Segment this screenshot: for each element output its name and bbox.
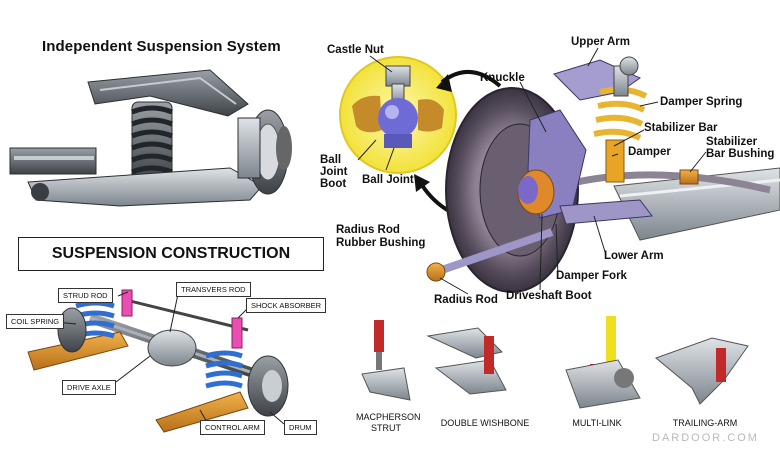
label-knuckle: Knuckle: [480, 72, 525, 84]
tag-drive-axle: DRIVE AXLE: [62, 380, 116, 395]
label-upper-arm: Upper Arm: [571, 36, 630, 48]
label-ball-joint-boot-line3: Boot: [320, 178, 347, 190]
label-driveshaft-boot: Driveshaft Boot: [506, 290, 592, 302]
suspension-types-illustration: [361, 316, 749, 409]
caption-multi-link: MULTI-LINK: [572, 418, 622, 428]
label-stabilizer-bushing-line2: Bar Bushing: [706, 148, 775, 160]
main-suspension-illustration: [426, 56, 780, 293]
label-ball-joint: Ball Joint: [362, 174, 414, 186]
label-castle-nut: Castle Nut: [327, 44, 384, 56]
caption-trailing-arm: TRAILING-ARM: [672, 418, 738, 428]
tag-drum: DRUM: [284, 420, 317, 435]
watermark: DARDOOR.COM: [652, 432, 759, 444]
main-title: Independent Suspension System: [42, 38, 281, 55]
label-stabilizer-bushing-line1: Stabilizer: [706, 136, 758, 148]
independent-suspension-illustration: [9, 69, 292, 207]
label-damper: Damper: [628, 146, 671, 158]
label-lower-arm: Lower Arm: [604, 250, 664, 262]
label-ball-joint-boot-line2: Joint: [320, 166, 348, 178]
label-damper-spring: Damper Spring: [660, 96, 743, 108]
label-radius-rod-bushing-line1: Radius Rod: [336, 224, 400, 236]
construction-title: SUSPENSION CONSTRUCTION: [18, 237, 324, 271]
tag-coil-spring: COIL SPRING: [6, 314, 65, 329]
caption-macpherson-line2: STRUT: [371, 423, 401, 433]
tag-transvers-rod: TRANSVERS ROD: [176, 282, 251, 297]
ball-joint-detail-illustration: [339, 56, 457, 174]
tag-shock-absorber: SHOCK ABSORBER: [246, 298, 327, 313]
label-stabilizer-bar: Stabilizer Bar: [644, 122, 718, 134]
tag-strud-rod: STRUD ROD: [58, 288, 113, 303]
label-radius-rod-bushing-line2: Rubber Bushing: [336, 237, 426, 249]
label-ball-joint-boot-line1: Ball: [320, 154, 342, 166]
caption-macpherson-line1: MACPHERSON: [356, 412, 421, 422]
caption-double-wishbone: DOUBLE WISHBONE: [440, 418, 530, 428]
caption-macpherson-strut: MACPHERSON STRUT: [356, 412, 421, 434]
label-damper-fork: Damper Fork: [556, 270, 627, 282]
construction-illustration: [27, 289, 289, 433]
tag-control-arm: CONTROL ARM: [200, 420, 265, 435]
label-radius-rod: Radius Rod: [434, 294, 498, 306]
construction-title-text: SUSPENSION CONSTRUCTION: [51, 245, 291, 262]
